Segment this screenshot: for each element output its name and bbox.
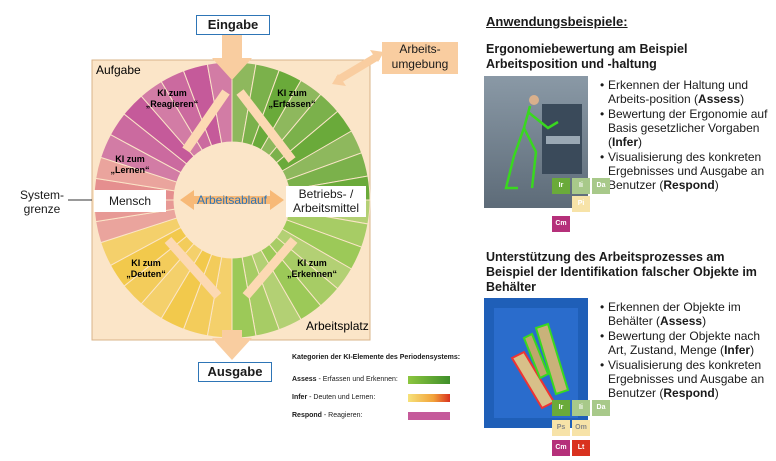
sector-react-label: KI zum„Reagieren“	[146, 88, 199, 109]
input-box: Eingabe	[196, 15, 270, 35]
tile-cm-2: Cm	[552, 440, 570, 456]
examples-heading: Anwendungsbeispiele:	[486, 14, 628, 29]
legend-item-assess: Assess - Erfassen und Erkennen:	[292, 376, 398, 383]
output-box: Ausgabe	[198, 362, 272, 382]
tile-cm-1: Cm	[552, 216, 570, 232]
tile-ps-2: Ps	[552, 420, 570, 436]
legend-swatch-infer	[408, 394, 450, 402]
legend-item-respond: Respond - Reagieren:	[292, 412, 363, 419]
input-arrow	[212, 32, 252, 80]
flow-arrow-react-learn	[182, 89, 230, 153]
environment-box: Arbeits- umgebung	[382, 42, 458, 74]
legend-title: Kategorien der KI-Elemente des Periodens…	[292, 354, 461, 361]
environment-arrow-head-2	[332, 74, 346, 86]
sector-recognize-label: KI zum„Erkennen“	[287, 258, 337, 279]
equipment-box: Betriebs- / Arbeitsmittel	[286, 186, 366, 217]
tile-lt-2: Lt	[572, 440, 590, 456]
tile-da-1: Da	[592, 178, 610, 194]
system-boundary-label: System- grenze	[20, 188, 65, 216]
tile-da-2: Da	[592, 400, 610, 416]
output-arrow	[212, 330, 252, 360]
example2-bullet-2: Bewertung der Objekte nach Art, Zustand,…	[600, 329, 772, 357]
sector-interpret-label: KI zum„Deuten“	[126, 258, 166, 279]
workplace-label: Arbeitsplatz	[306, 319, 369, 333]
tile-ii-2: Ii	[572, 400, 590, 416]
example2-bullets: Erkennen der Objekte im Behälter (Assess…	[600, 300, 772, 401]
example1-bullet-1: Erkennen der Haltung und Arbeits-positio…	[600, 78, 772, 106]
example1-bullets: Erkennen der Haltung und Arbeits-positio…	[600, 78, 772, 193]
environment-label-1: Arbeits-	[399, 42, 441, 56]
center-double-arrow	[180, 190, 284, 210]
center-label: Arbeitsablauf	[197, 193, 268, 207]
environment-arrow	[335, 52, 381, 84]
tile-ir-1: Ir	[552, 178, 570, 194]
ki-work-system-diagram: KI zum„Reagieren“ KI zum„Erfassen“ KI zu…	[68, 32, 450, 420]
tile-pi-1: Pi	[572, 196, 590, 212]
environment-arrow-head-1	[370, 50, 384, 62]
example2-title: Unterstützung des Arbeitsprozesses am Be…	[486, 250, 757, 294]
tile-om-2: Om	[572, 420, 590, 436]
sector-learn-label: KI zum„Lernen“	[110, 154, 149, 175]
example1-title: Ergonomiebewertung am Beispiel Arbeitspo…	[486, 42, 688, 71]
ergonomics-photo	[484, 76, 588, 208]
human-box: Mensch	[94, 190, 166, 212]
example1-bullet-2: Bewertung der Ergonomie auf Basis gesetz…	[600, 107, 772, 149]
example2-bullet-1: Erkennen der Objekte im Behälter (Assess…	[600, 300, 772, 328]
sector-capture-label: KI zum„Erfassen“	[268, 88, 315, 109]
example2-bullet-3: Visualisierung des konkreten Ergebnisses…	[600, 358, 772, 400]
flow-arrow-capture-recognize	[236, 89, 296, 163]
application-examples: Anwendungsbeispiele: Ergonomiebewertung …	[478, 0, 776, 461]
tile-ii-1: Ii	[572, 178, 590, 194]
tile-ir-2: Ir	[552, 400, 570, 416]
legend-swatch-assess	[408, 376, 450, 384]
flow-arrow-recognize-output	[242, 237, 298, 299]
task-label: Aufgabe	[96, 63, 141, 77]
environment-label-2: umgebung	[391, 57, 449, 71]
legend-swatch-respond	[408, 412, 450, 420]
flow-arrow-interpret-output	[164, 237, 222, 299]
example1-bullet-3: Visualisierung des konkreten Ergebnisses…	[600, 150, 772, 192]
legend-item-infer: Infer - Deuten und Lernen:	[292, 394, 376, 401]
